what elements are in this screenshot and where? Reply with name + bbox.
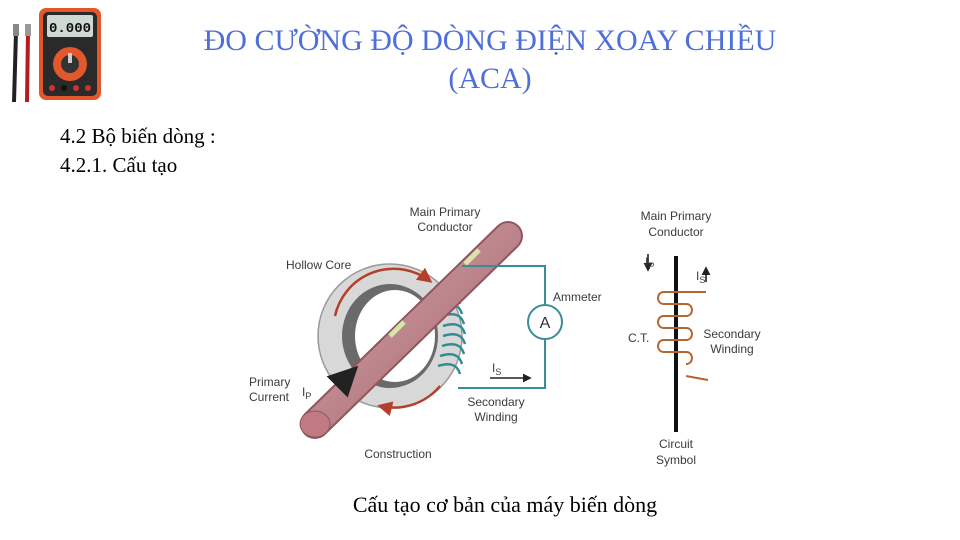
figure-caption: Cấu tạo cơ bản của máy biến dòng <box>352 492 658 517</box>
label-circuit-1: Circuit <box>659 437 694 451</box>
title-line-1: ĐO CƯỜNG ĐỘ DÒNG ĐIỆN XOAY CHIỀU <box>203 24 777 57</box>
label-secondary-2: Winding <box>474 410 517 424</box>
ammeter-icon <box>527 304 563 340</box>
ammeter-circuit <box>458 265 546 389</box>
label-sym-ip: IP <box>645 255 654 271</box>
ammeter-symbol: A <box>540 315 551 332</box>
label-circuit-2: Symbol <box>656 453 696 467</box>
logo-display: 0.000 <box>49 21 91 37</box>
label-hollow-core: Hollow Core <box>286 258 352 272</box>
label-sym-secondary-1: Secondary <box>703 327 760 341</box>
label-primary-2: Current <box>249 390 290 404</box>
slide-title: ĐO CƯỜNG ĐỘ DÒNG ĐIỆN XOAY CHIỀU (ACA) <box>130 22 850 98</box>
label-main-primary-2: Conductor <box>417 220 472 234</box>
label-main-primary-1: Main Primary <box>410 205 481 219</box>
label-sym-main-primary-2: Conductor <box>648 225 703 239</box>
circuit-symbol <box>643 254 711 432</box>
title-line-2: (ACA) <box>448 62 532 95</box>
section-heading: 4.2 Bộ biến dòng : <box>60 124 216 148</box>
label-sym-secondary-2: Winding <box>710 342 753 356</box>
subsection-heading: 4.2.1. Cấu tạo <box>60 153 178 177</box>
label-ip: IP <box>302 385 311 401</box>
ct-diagram: A Main Primary Conductor Hollow Core Amm… <box>249 205 761 467</box>
label-construction: Construction <box>364 447 431 461</box>
multimeter-logo: 0.000 <box>12 8 101 103</box>
label-ammeter: Ammeter <box>553 290 602 304</box>
label-sym-main-primary-1: Main Primary <box>641 209 712 223</box>
label-sym-is: IS <box>696 269 705 285</box>
label-is: IS <box>492 361 501 377</box>
label-primary-1: Primary <box>249 375 290 389</box>
primary-conductor <box>299 221 523 439</box>
label-ct: C.T. <box>628 331 649 345</box>
label-secondary-1: Secondary <box>467 395 524 409</box>
multimeter-icon: 0.000 <box>12 8 101 103</box>
